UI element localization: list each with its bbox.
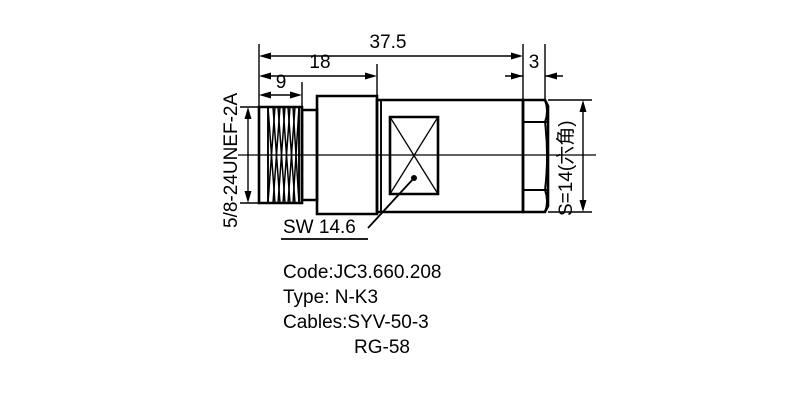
hex-flat-arc-bottom [544, 189, 548, 213]
crimp-x-diagonal-2 [389, 116, 439, 195]
arrow-left-37-5 [259, 52, 271, 60]
dim-label-thread-length: 9 [276, 72, 287, 93]
dimension-thread-length: 9 [259, 72, 302, 99]
dim-label-overall-length: 37.5 [370, 32, 407, 53]
crimp-marker-group [388, 115, 440, 196]
arrow-right-18 [365, 72, 377, 80]
dim-label-thread-spec: 5/8-24UNEF-2A [221, 93, 242, 228]
arrow-bottom-hex [579, 200, 587, 212]
dimension-hex-across-flats: S=14(六角) [548, 99, 592, 216]
dimension-overall-length: 37.5 [259, 32, 523, 60]
leader-line-sw [367, 177, 415, 229]
dim-label-end-length: 3 [529, 52, 540, 73]
arrow-right-3 [545, 72, 557, 80]
note-cables: Cables:SYV-50-3 [283, 312, 429, 333]
dim-label-hex-across-flats: S=14(六角) [555, 120, 577, 216]
arrow-top-hex [579, 100, 587, 112]
note-type: Type: N-K3 [283, 287, 378, 308]
connector-body-group [257, 94, 550, 216]
extension-lines-group [258, 44, 546, 110]
arrow-left-9 [259, 91, 271, 99]
arrow-left-18 [259, 72, 271, 80]
callout-spanner-width: SW 14.6 [281, 175, 417, 240]
hex-flat-arc-mid [544, 121, 548, 191]
arrow-right-9 [290, 91, 302, 99]
note-code: Code:JC3.660.208 [283, 262, 441, 283]
arrow-top-thread-spec [244, 107, 252, 119]
hex-flat-arc-top [544, 99, 548, 123]
arrow-right-37-5 [511, 52, 523, 60]
hex-nut-outline [521, 98, 550, 214]
notes-block: Code:JC3.660.208 Type: N-K3 Cables:SYV-5… [283, 262, 441, 358]
dim-label-mid-length: 18 [309, 52, 330, 73]
mid-sleeve-section [315, 94, 379, 216]
arrow-left-3 [511, 72, 523, 80]
arrow-bottom-thread-spec [244, 191, 252, 203]
mid-sleeve-outline [315, 94, 379, 216]
thread-hatching [267, 106, 300, 204]
dimension-thread-spec: 5/8-24UNEF-2A [221, 93, 302, 228]
dimension-end-length: 3 [505, 52, 563, 80]
callout-label-spanner-width: SW 14.6 [283, 217, 356, 238]
leader-dot-sw [411, 175, 417, 181]
dimension-mid-length: 18 [259, 52, 377, 80]
hex-nut-section [521, 98, 550, 214]
note-cable-alt: RG-58 [354, 337, 410, 358]
